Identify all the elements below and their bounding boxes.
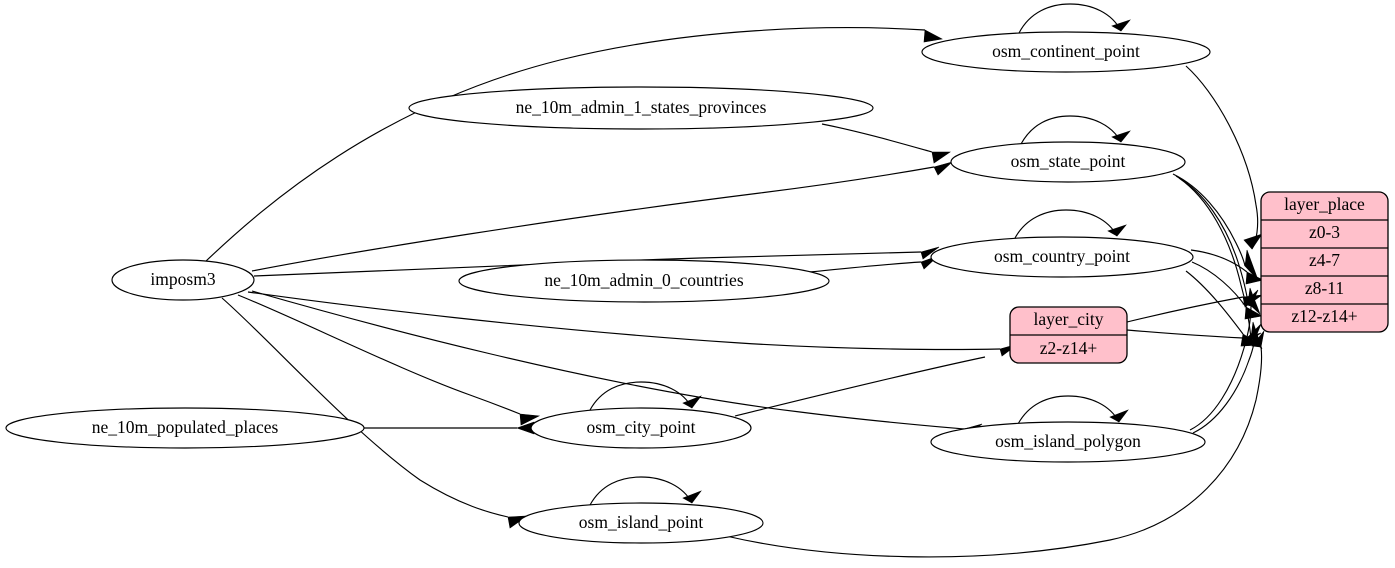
edge-osm_continent_point-to-layer_place-z0 [1185, 65, 1263, 250]
record-row-layer_city-header: layer_city [1034, 309, 1104, 329]
node-label-imposm3: imposm3 [150, 269, 215, 289]
record-row-layer_city-z2: z2-z14+ [1040, 338, 1098, 358]
edge-layer_city-to-layer_place-z8 [1126, 294, 1264, 323]
record-node-layer: layer_city z2-z14+ layer_place z0-3 z4-7… [1009, 191, 1389, 364]
edge-imposm3-to-osm_continent_point [204, 27, 943, 263]
edge-osm_country_point-to-layer_place-z4 [1190, 249, 1264, 285]
node-label-ne_10m_populated_places: ne_10m_populated_places [92, 417, 279, 437]
edge-osm_state_point-to-layer_place-z4 [1172, 173, 1259, 281]
edge-osm_city_point-self-loop [589, 381, 702, 411]
node-layer: imposm3 ne_10m_populated_places ne_10m_a… [5, 31, 1211, 544]
node-label-osm_city_point: osm_city_point [587, 417, 696, 437]
node-osm_state_point[interactable]: osm_state_point [950, 141, 1186, 183]
edge-osm_island_point-to-layer_place-z12 [725, 330, 1265, 558]
node-imposm3[interactable]: imposm3 [111, 259, 255, 301]
record-node-layer_city[interactable]: layer_city z2-z14+ [1009, 306, 1128, 364]
node-osm_city_point[interactable]: osm_city_point [530, 407, 752, 449]
node-label-osm_island_point: osm_island_point [579, 512, 704, 532]
edge-osm_continent_point-self-loop [1018, 3, 1131, 34]
edge-ne_10m_populated_places-to-osm_city_point [364, 421, 535, 435]
edge-layer_city-to-layer_place-z12 [1126, 329, 1262, 346]
node-osm_country_point[interactable]: osm_country_point [930, 236, 1194, 278]
edge-osm_island_polygon-to-layer_place-z8 [1189, 289, 1259, 431]
edge-ne_10m_admin_1_states_provinces-to-osm_state_point [821, 123, 951, 164]
edge-osm_country_point-self-loop [1014, 209, 1127, 239]
edge-osm_country_point-to-layer_place-z8 [1191, 261, 1263, 320]
node-ne_10m_admin_0_countries[interactable]: ne_10m_admin_0_countries [458, 259, 830, 303]
edge-imposm3-to-osm_state_point [251, 161, 953, 272]
edge-imposm3-to-osm_city_point [237, 294, 541, 426]
edge-osm_island_polygon-self-loop [1017, 395, 1129, 425]
node-label-osm_state_point: osm_state_point [1011, 151, 1126, 171]
node-osm_island_point[interactable]: osm_island_point [518, 502, 764, 544]
node-osm_island_polygon[interactable]: osm_island_polygon [930, 421, 1206, 463]
node-ne_10m_populated_places[interactable]: ne_10m_populated_places [5, 407, 365, 449]
record-row-layer_place-header: layer_place [1284, 194, 1365, 214]
edge-osm_city_point-to-layer_city [734, 356, 986, 417]
node-osm_continent_point[interactable]: osm_continent_point [921, 31, 1211, 73]
node-label-osm_island_polygon: osm_island_polygon [995, 431, 1141, 451]
node-label-osm_country_point: osm_country_point [994, 246, 1130, 266]
record-row-layer_place-z0: z0-3 [1309, 222, 1340, 242]
edge-osm_state_point-to-layer_place-z8 [1175, 175, 1261, 315]
node-ne_10m_admin_1_states_provinces[interactable]: ne_10m_admin_1_states_provinces [408, 86, 874, 130]
edge-osm_state_point-self-loop [1020, 115, 1131, 145]
edge-osm_island_point-self-loop [589, 476, 702, 506]
node-label-osm_continent_point: osm_continent_point [992, 41, 1140, 61]
record-row-layer_place-z4: z4-7 [1309, 250, 1340, 270]
node-label-ne_10m_admin_0_countries: ne_10m_admin_0_countries [544, 270, 743, 290]
record-row-layer_place-z12: z12-z14+ [1291, 306, 1357, 326]
edge-ne_10m_admin_0_countries-to-osm_country_point [809, 255, 939, 273]
record-node-layer_place[interactable]: layer_place z0-3 z4-7 z8-11 z12-z14+ [1260, 191, 1389, 333]
node-label-ne_10m_admin_1_states_provinces: ne_10m_admin_1_states_provinces [516, 97, 767, 117]
edge-layer [204, 3, 1265, 558]
record-row-layer_place-z8: z8-11 [1305, 278, 1344, 298]
